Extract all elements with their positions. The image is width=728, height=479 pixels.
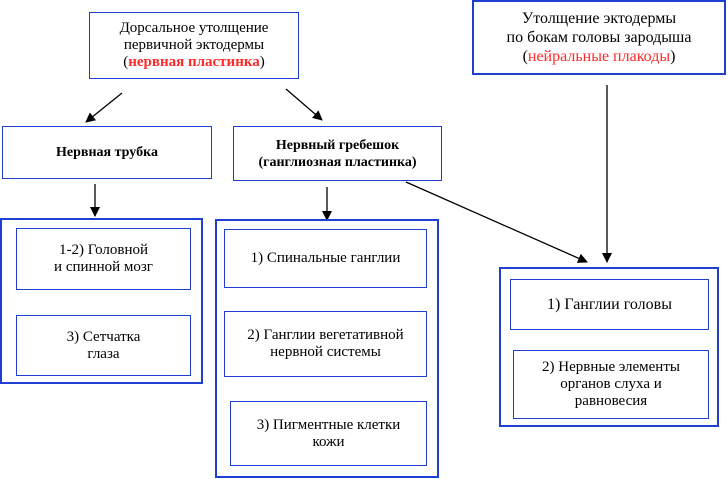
crest-derivative-label: 1) Спинальные ганглии: [250, 250, 401, 266]
tube-derivative-item: 1-2) Головной и спинной мозг: [16, 228, 191, 290]
neural-plate-highlight: нервная пластинка: [128, 54, 260, 70]
crest-derivative-item: 1) Спинальные ганглии: [224, 229, 427, 288]
neural-plate-text: Дорсальное утолщение первичной эктодермы…: [90, 13, 298, 78]
tube-derivative-item: 3) Сетчатка глаза: [16, 315, 191, 376]
tube-derivative-label: 3) Сетчатка глаза: [66, 328, 141, 362]
neural-tube-box: Нервная трубка: [2, 126, 212, 179]
neural-crest-derivatives-box: 1) Спинальные ганглии 2) Ганглии вегетат…: [215, 219, 439, 478]
placode-derivative-item: 1) Ганглии головы: [510, 279, 709, 330]
placode-derivative-label: 1) Ганглии головы: [547, 296, 672, 313]
arrow-crest-to-head-ganglia: [405, 181, 588, 263]
neural-placodes-line1: Утолщение эктодермы: [521, 10, 677, 27]
arrow-to-neural-tube: [85, 92, 123, 123]
tube-derivative-label: 1-2) Головной и спинной мозг: [54, 242, 153, 275]
crest-derivative-label: 3) Пигментные клетки кожи: [256, 416, 401, 450]
neural-tube-title: Нервная трубка: [56, 145, 158, 160]
crest-derivative-item: 2) Ганглии вегетативной нервной системы: [224, 311, 427, 377]
placode-derivative-label: 2) Нервные элементы органов слуха и равн…: [542, 359, 680, 409]
placode-derivatives-box: 1) Ганглии головы 2) Нервные элементы ор…: [499, 267, 719, 427]
crest-derivative-item: 3) Пигментные клетки кожи: [230, 401, 427, 466]
neural-placodes-text: Утолщение эктодермы по бокам головы заро…: [474, 2, 724, 73]
neural-placodes-line3: (нейральные плакоды): [522, 48, 676, 65]
neural-placodes-line2: по бокам головы зародыша: [506, 29, 692, 46]
neural-placodes-highlight: нейральные плакоды: [527, 48, 671, 65]
placode-derivative-item: 2) Нервные элементы органов слуха и равн…: [513, 350, 709, 419]
arrow-to-neural-crest: [285, 88, 323, 121]
neural-crest-title: Нервный гребешок (ганглиозная пластинка): [258, 137, 417, 170]
neural-plate-box: Дорсальное утолщение первичной эктодермы…: [89, 12, 299, 79]
neural-plate-line1: Дорсальное утолщение: [119, 20, 269, 36]
neural-plate-line3: (нервная пластинка): [123, 54, 265, 70]
neural-tube-derivatives-box: 1-2) Головной и спинной мозг 3) Сетчатка…: [0, 218, 203, 384]
neural-plate-line2: первичной эктодермы: [123, 37, 265, 53]
neural-crest-box: Нервный гребешок (ганглиозная пластинка): [233, 126, 442, 181]
crest-derivative-label: 2) Ганглии вегетативной нервной системы: [247, 327, 404, 360]
neural-placodes-box: Утолщение эктодермы по бокам головы заро…: [472, 0, 726, 75]
